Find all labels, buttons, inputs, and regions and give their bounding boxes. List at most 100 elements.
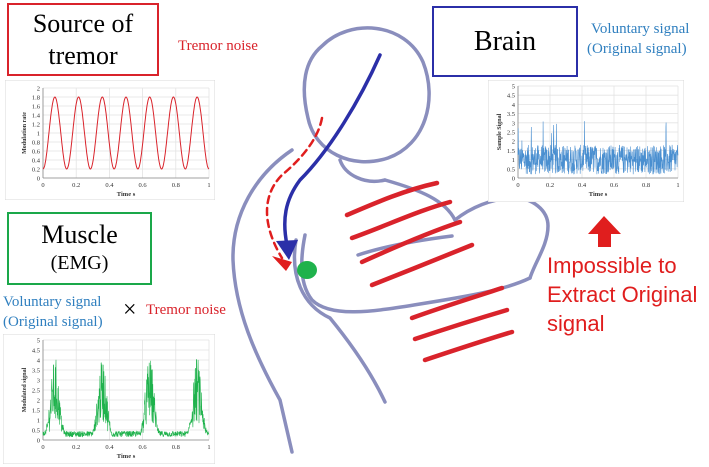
brain-chart-ytick-label: 2 xyxy=(512,139,515,146)
tremor-wave-lower-2 xyxy=(412,307,510,342)
tremor-chart-ylabel: Modulation rate xyxy=(22,112,28,154)
tremor-signal-path xyxy=(265,116,324,260)
tremor-wave-upper-3 xyxy=(359,219,463,265)
voluntary-signal-path xyxy=(283,53,382,247)
brain-chart-ytick-label: 3.5 xyxy=(507,111,515,118)
muscle-box: Muscle (EMG) xyxy=(7,212,152,285)
tremor-chart-xlabel: Time s xyxy=(117,191,136,198)
emg-chart-ytick-label: 4 xyxy=(37,358,41,365)
tremor-chart-ytick-label: 1 xyxy=(37,131,40,138)
tremor-chart-xtick-label: 0.6 xyxy=(139,182,148,189)
shoulder-outline xyxy=(383,178,457,222)
voluntary-signal-arrowhead xyxy=(276,240,298,260)
tremor-chart-ytick-label: 1.8 xyxy=(32,95,40,102)
brain-chart-xtick-label: 0.2 xyxy=(546,182,554,189)
tremor-chart-ytick-label: 1.6 xyxy=(32,104,41,111)
brain-chart-series-line xyxy=(517,121,679,175)
brain-title: Brain xyxy=(473,26,537,57)
tremor-noise-label-bottom: Tremor noise xyxy=(146,302,226,318)
emg-chart-xlabel: Time s xyxy=(117,453,136,460)
tremor-wave-upper-2 xyxy=(349,199,453,241)
upper-arm-outline xyxy=(300,233,532,314)
brain-chart-xtick-label: 1 xyxy=(676,182,679,189)
brain-chart-xtick-label: 0.6 xyxy=(610,182,619,189)
tremor-chart: 0 0.2 0.4 0.6 0.8 1 1.2 1.4 1.6 1.8 2 0 0.2 0.4 0.6 0.8… xyxy=(5,80,215,200)
voluntary-label-top-line1: Voluntary signal xyxy=(591,21,690,37)
emg-chart-xtick-label: 0.2 xyxy=(72,444,80,451)
neck-outline xyxy=(338,158,387,183)
voluntary-label-top-line2: (Original signal) xyxy=(587,41,687,57)
emg-chart-ytick-label: 2.5 xyxy=(32,388,40,395)
tremor-chart-ytick-label: 1.4 xyxy=(32,113,41,120)
brain-chart-ytick-label: 4 xyxy=(512,102,516,109)
tremor-wave-upper-4 xyxy=(369,242,475,288)
emg-chart-series-line xyxy=(42,358,210,438)
brain-chart-xtick-label: 0.8 xyxy=(642,182,650,189)
emg-chart-ytick-label: 4.5 xyxy=(32,348,40,355)
back-outline xyxy=(231,148,294,454)
muscle-voluntary-label-line1: Voluntary signal xyxy=(3,294,102,310)
tremor-chart-xtick-label: 1 xyxy=(207,182,210,189)
source-of-tremor-box: Source of tremor xyxy=(7,3,159,76)
tremor-chart-series-line xyxy=(42,96,210,170)
impossible-text-line2: Extract Original xyxy=(547,282,698,307)
tremor-chart-xtick-label: 0.8 xyxy=(172,182,180,189)
chest-outline xyxy=(292,238,387,404)
tremor-chart-ytick-label: 2 xyxy=(37,86,40,93)
muscle-title: Muscle xyxy=(41,220,118,249)
emg-chart-ytick-label: 0 xyxy=(37,438,40,445)
tremor-noise-label-top: Tremor noise xyxy=(178,38,258,54)
forearm-outline xyxy=(453,196,550,280)
source-of-tremor-title-line2: tremor xyxy=(48,41,118,70)
source-of-tremor-title-line1: Source of xyxy=(32,9,134,38)
tremor-chart-ytick-label: 0 xyxy=(37,176,40,183)
emg-chart-xtick-label: 1 xyxy=(207,444,210,451)
tremor-chart-ytick-label: 0.2 xyxy=(32,167,40,174)
emg-chart-ytick-label: 2 xyxy=(37,398,40,405)
emg-chart-ytick-label: 5 xyxy=(37,338,40,345)
tremor-chart-ytick-label: 0.4 xyxy=(32,158,41,165)
emg-chart-xtick-label: 0.8 xyxy=(172,444,180,451)
tremor-chart-ytick-label: 1.2 xyxy=(32,122,40,129)
brain-chart-ylabel: Sample Signal xyxy=(497,113,503,150)
emg-chart-ytick-label: 0.5 xyxy=(32,428,40,435)
tremor-wave-lower-1 xyxy=(409,285,505,321)
tremor-wave-upper-1 xyxy=(344,180,440,218)
brain-chart-ytick-label: 4.5 xyxy=(507,93,515,100)
tremor-signal-arrowhead xyxy=(272,256,292,271)
impossible-text-line1: Impossible to xyxy=(547,253,677,278)
emg-chart-xtick-label: 0.4 xyxy=(105,444,114,451)
brain-chart-ytick-label: 1.5 xyxy=(507,148,515,155)
brain-box: Brain xyxy=(432,6,578,77)
impossible-text-line3: signal xyxy=(547,311,605,336)
brain-chart-ytick-label: 5 xyxy=(512,84,515,91)
tremor-chart-xtick-label: 0.2 xyxy=(72,182,80,189)
brain-chart-xlabel: Time s xyxy=(589,191,608,198)
brain-chart-ytick-label: 2.5 xyxy=(507,130,515,137)
brain-chart-ytick-label: 1 xyxy=(512,157,515,164)
muscle-voluntary-label-line2: (Original signal) xyxy=(3,314,103,330)
tremor-chart-ytick-label: 0.8 xyxy=(32,140,40,147)
brain-chart-ytick-label: 0 xyxy=(512,176,515,183)
emg-chart-ytick-label: 3.5 xyxy=(32,368,40,375)
muscle-subtitle: (EMG) xyxy=(50,252,109,274)
emg-chart-xtick-label: 0.6 xyxy=(139,444,148,451)
tremor-chart-xtick-label: 0.4 xyxy=(105,182,114,189)
brain-chart-ytick-label: 3 xyxy=(512,120,515,127)
brain-chart-xtick-label: 0 xyxy=(516,182,519,189)
brain-chart-xtick-label: 0.4 xyxy=(578,182,587,189)
muscle-spot xyxy=(297,261,317,279)
times-symbol: × xyxy=(123,297,137,323)
tremor-chart-ytick-label: 0.6 xyxy=(32,149,41,156)
emg-chart-ytick-label: 1.5 xyxy=(32,408,40,415)
impossible-up-arrow xyxy=(588,216,621,247)
emg-chart-xtick-label: 0 xyxy=(41,444,44,451)
emg-chart-ytick-label: 3 xyxy=(37,378,40,385)
tremor-chart-xtick-label: 0 xyxy=(41,182,44,189)
tremor-wave-lower-3 xyxy=(422,329,515,363)
head-outline xyxy=(302,26,431,164)
brain-chart-ytick-label: 0.5 xyxy=(507,166,515,173)
